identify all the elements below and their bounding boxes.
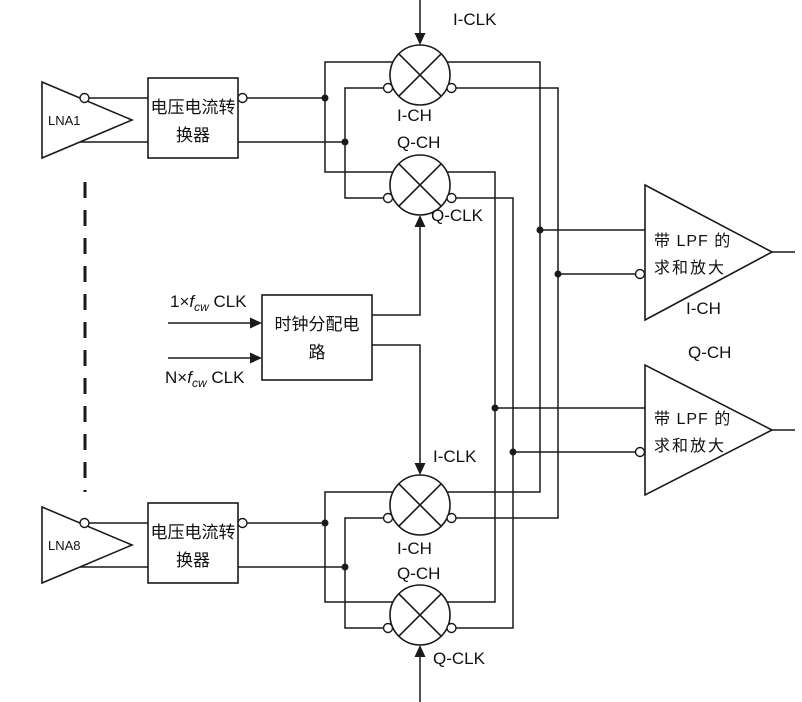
arrowhead-iclk-top xyxy=(414,33,426,45)
label-sum-amp-i-channel: I-CH xyxy=(686,299,721,318)
junction-dot xyxy=(509,448,517,456)
bubble-mixer-top-q-out xyxy=(446,192,457,204)
wire-conv2-split-minus xyxy=(344,517,384,629)
sum-amp-q-symbol xyxy=(644,363,774,497)
mixer-top-i xyxy=(389,44,451,106)
bubble-mixer-bottom-q-in xyxy=(382,622,394,634)
bus-q-minus xyxy=(456,197,514,629)
label-sum-amp-q-channel: Q-CH xyxy=(688,343,731,362)
bubble-sumamp-i-in xyxy=(634,268,646,280)
label-i-ch-top: I-CH xyxy=(397,106,432,125)
junction-dot xyxy=(536,226,544,234)
junction-dot xyxy=(341,138,349,146)
label-q-ch-top: Q-CH xyxy=(397,133,440,152)
converter-top-box xyxy=(147,77,239,159)
bus-q-plus xyxy=(447,171,496,603)
bubble-lna1-out xyxy=(79,92,90,104)
bus-i-plus xyxy=(447,61,541,493)
inverting-bubbles xyxy=(79,82,646,634)
label-lna1: LNA1 xyxy=(48,113,81,128)
wire-conv2-split-plus xyxy=(324,491,393,603)
bubble-mixer-bottom-i-out xyxy=(446,512,457,524)
sum-amp-i-symbol xyxy=(644,183,774,322)
converter-bottom-text-line1: 电压电流转 xyxy=(151,523,236,542)
mixer-bottom-i xyxy=(389,474,451,536)
mixer-top-q xyxy=(389,154,451,216)
converter-top-text-line2: 换器 xyxy=(176,126,210,145)
bubble-conv1-out xyxy=(237,92,248,104)
arrowhead-clock-input-2 xyxy=(250,352,262,364)
arrowheads xyxy=(250,33,426,657)
junction-dot xyxy=(491,404,499,412)
wires xyxy=(80,0,795,702)
bubble-lna8-out xyxy=(79,517,90,529)
wire-conv1-split-minus xyxy=(344,87,384,199)
converter-top-text-line1: 电压电流转 xyxy=(151,98,236,117)
mixer-bottom-q xyxy=(389,584,451,646)
converter-bottom-box xyxy=(147,502,239,584)
bubble-sumamp-q-in xyxy=(634,446,646,458)
sum-amp-q-text-line2: 求和放大 xyxy=(654,437,726,455)
converter-bottom-text-line2: 换器 xyxy=(176,551,210,570)
bubble-mixer-bottom-i-in xyxy=(382,512,394,524)
sum-amp-i-text-line2: 求和放大 xyxy=(654,259,726,277)
wire-iclk-bottom xyxy=(372,344,421,464)
wire-qclk-top xyxy=(372,226,421,316)
clock-box-text-line2: 路 xyxy=(309,343,326,362)
arrowhead-iclk-bottom xyxy=(414,463,426,475)
junction-dot xyxy=(341,563,349,571)
label-q-clk-bottom: Q-CLK xyxy=(433,649,486,668)
junction-dot xyxy=(554,270,562,278)
junction-dot xyxy=(321,94,329,102)
junction-dot xyxy=(321,519,329,527)
junction-dots xyxy=(321,94,562,571)
clock-distributor-box xyxy=(261,294,373,381)
label-lna8: LNA8 xyxy=(48,538,81,553)
sum-amp-i-text-line1: 带 LPF 的 xyxy=(654,232,731,250)
label-i-clk-bottom: I-CLK xyxy=(433,447,477,466)
arrowhead-qclk-bottom xyxy=(414,645,426,657)
bus-i-minus xyxy=(456,87,559,519)
bubble-mixer-top-q-in xyxy=(382,192,394,204)
label-q-clk-top: Q-CLK xyxy=(431,206,484,225)
arrowhead-qclk-top xyxy=(414,215,426,227)
bubble-mixer-top-i-in xyxy=(382,82,394,94)
bubble-mixer-bottom-q-out xyxy=(446,622,457,634)
label-i-clk-top: I-CLK xyxy=(453,10,497,29)
label-q-ch-bottom: Q-CH xyxy=(397,564,440,583)
wire-conv1-split-plus xyxy=(324,61,393,173)
label-i-ch-bottom: I-CH xyxy=(397,539,432,558)
clock-box-text-line1: 时钟分配电 xyxy=(275,315,360,334)
bubble-conv2-out xyxy=(237,517,248,529)
clock-input-2-label: N×fcw CLK xyxy=(165,368,245,390)
sum-amp-q-text-line1: 带 LPF 的 xyxy=(654,410,731,428)
arrowhead-clock-input-1 xyxy=(250,317,262,329)
bubble-mixer-top-i-out xyxy=(446,82,457,94)
clock-input-1-label: 1×fcw CLK xyxy=(170,292,247,314)
